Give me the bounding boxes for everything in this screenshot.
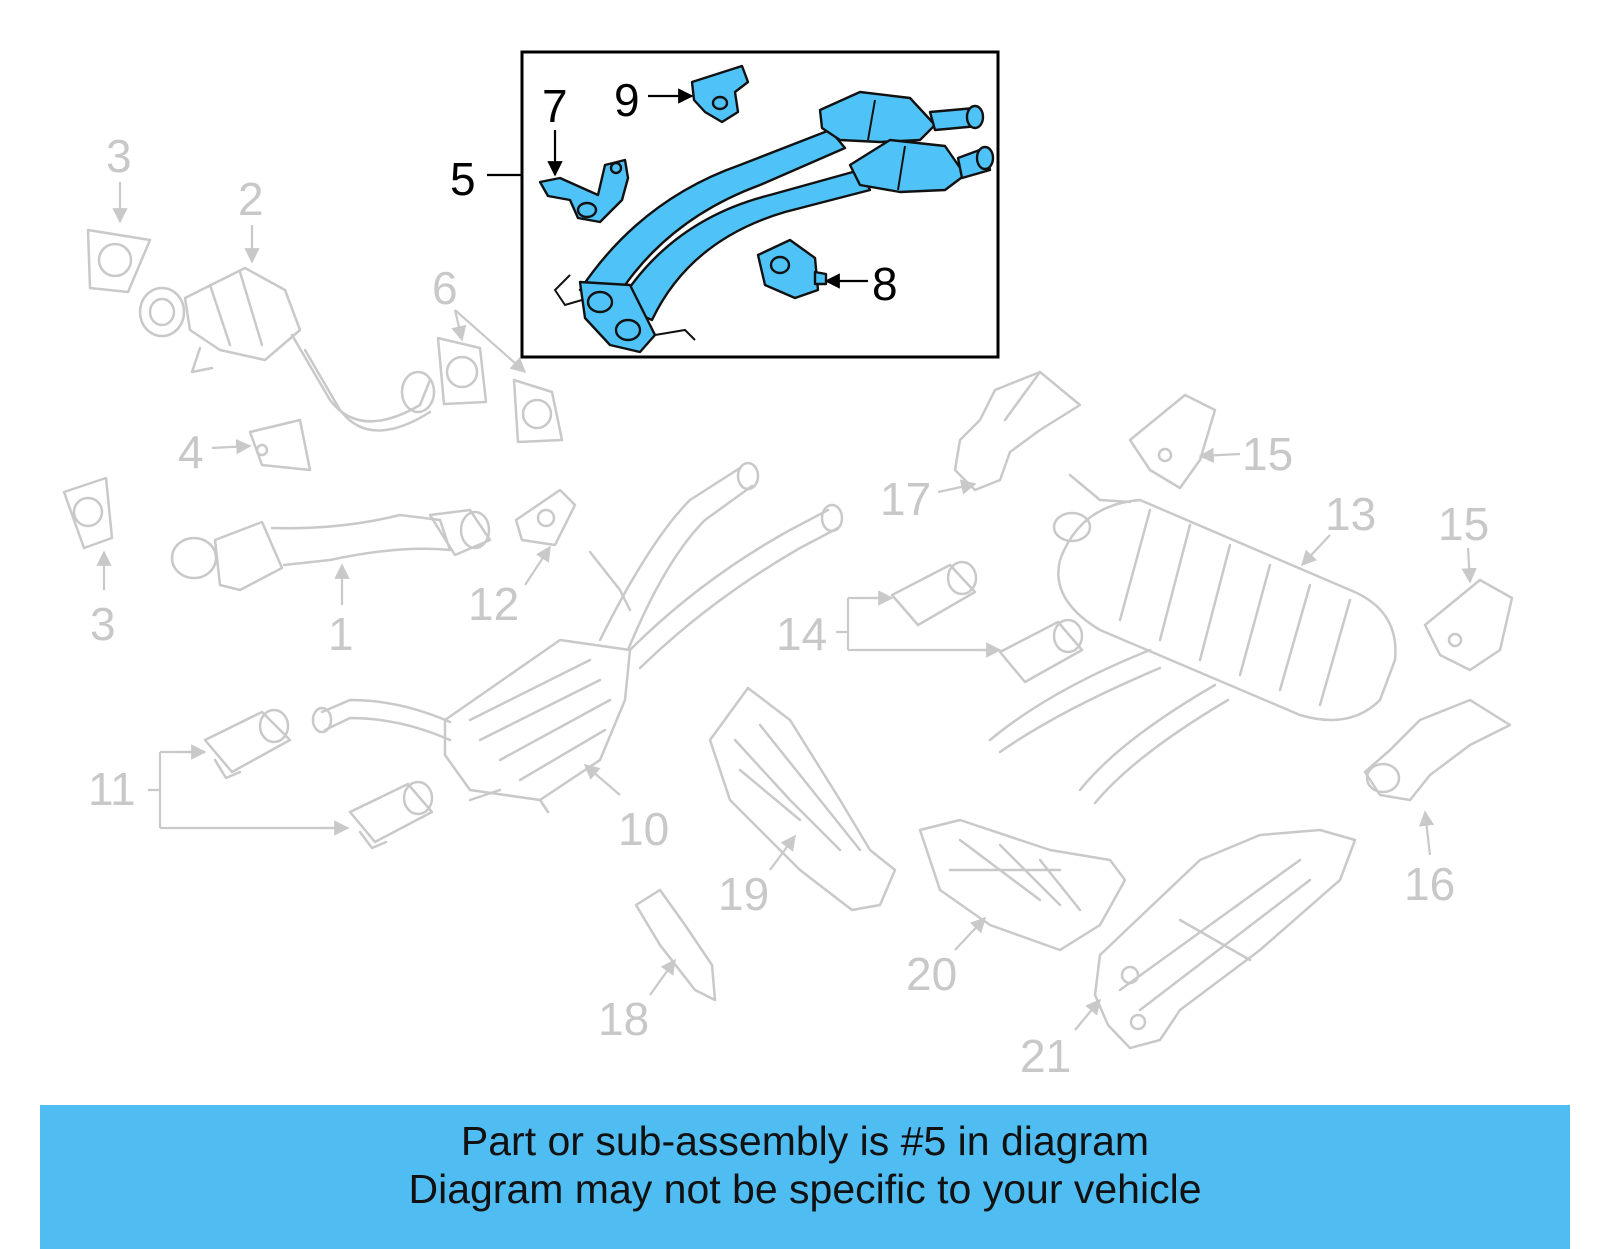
part-12-hanger[interactable]: [514, 488, 577, 547]
banner-line-part: Part or sub-assembly is #5 in diagram: [460, 1118, 1150, 1164]
callout-5[interactable]: 5: [450, 153, 476, 205]
part-7-bracket[interactable]: [538, 158, 630, 224]
part-21-heat-shield[interactable]: [1093, 828, 1357, 1050]
part-14-clamps[interactable]: [890, 560, 1084, 684]
part-1-front-pipe[interactable]: [170, 508, 492, 592]
part-15-bracket-right[interactable]: [1423, 578, 1514, 672]
callout-11[interactable]: 11: [88, 763, 136, 815]
info-banner: Part or sub-assembly is #5 in diagram Di…: [40, 1105, 1570, 1249]
callout-17[interactable]: 17: [880, 473, 931, 525]
callout-20[interactable]: 20: [906, 948, 957, 1000]
callout-12[interactable]: 12: [468, 578, 519, 630]
part-15-bracket-top[interactable]: [1128, 393, 1217, 490]
part-18-heat-shield[interactable]: [634, 888, 717, 1002]
part-20-heat-shield[interactable]: [918, 818, 1127, 952]
callout-4[interactable]: 4: [178, 426, 204, 478]
part-5-exhaust-pipe-assembly[interactable]: [553, 90, 995, 354]
callout-21[interactable]: 21: [1020, 1030, 1071, 1082]
callout-labels: 3 2 6 4 3 1 12 11 10 17 15 13 15 14 16 1…: [88, 74, 1489, 1082]
part-17-tailpipe-tip[interactable]: [953, 370, 1082, 492]
part-3-gasket-top[interactable]: [86, 228, 152, 294]
banner-line-disclaimer: Diagram may not be specific to your vehi…: [408, 1166, 1202, 1212]
callout-15-right[interactable]: 15: [1438, 498, 1489, 550]
part-2-catalytic-converter[interactable]: [138, 266, 436, 432]
part-16-tailpipe-tip[interactable]: [1363, 698, 1512, 802]
callout-7[interactable]: 7: [542, 80, 568, 132]
part-8-isolator[interactable]: [756, 238, 828, 300]
part-19-heat-shield[interactable]: [708, 686, 897, 912]
callout-13[interactable]: 13: [1325, 488, 1376, 540]
part-6-gaskets[interactable]: [436, 336, 564, 444]
callout-8[interactable]: 8: [872, 258, 898, 310]
part-13-rear-muffler[interactable]: [988, 473, 1397, 805]
part-11-clamps[interactable]: [203, 708, 434, 850]
callout-6[interactable]: 6: [432, 262, 458, 314]
callout-15-top[interactable]: 15: [1242, 428, 1293, 480]
callout-18[interactable]: 18: [598, 993, 649, 1045]
leader-lines: [96, 88, 1477, 1031]
callout-10[interactable]: 10: [618, 803, 669, 855]
part-3-gasket-bottom[interactable]: [62, 476, 114, 550]
callout-9[interactable]: 9: [614, 74, 640, 126]
part-4-bracket[interactable]: [248, 418, 312, 472]
part-10-center-muffler[interactable]: [311, 461, 844, 814]
part-9-hanger[interactable]: [690, 64, 750, 124]
callout-16[interactable]: 16: [1404, 858, 1455, 910]
callout-2[interactable]: 2: [238, 173, 264, 225]
callout-3-top[interactable]: 3: [106, 130, 132, 182]
callout-19[interactable]: 19: [718, 868, 769, 920]
callout-14[interactable]: 14: [776, 608, 827, 660]
callout-3-bottom[interactable]: 3: [90, 598, 116, 650]
callout-1[interactable]: 1: [328, 608, 354, 660]
